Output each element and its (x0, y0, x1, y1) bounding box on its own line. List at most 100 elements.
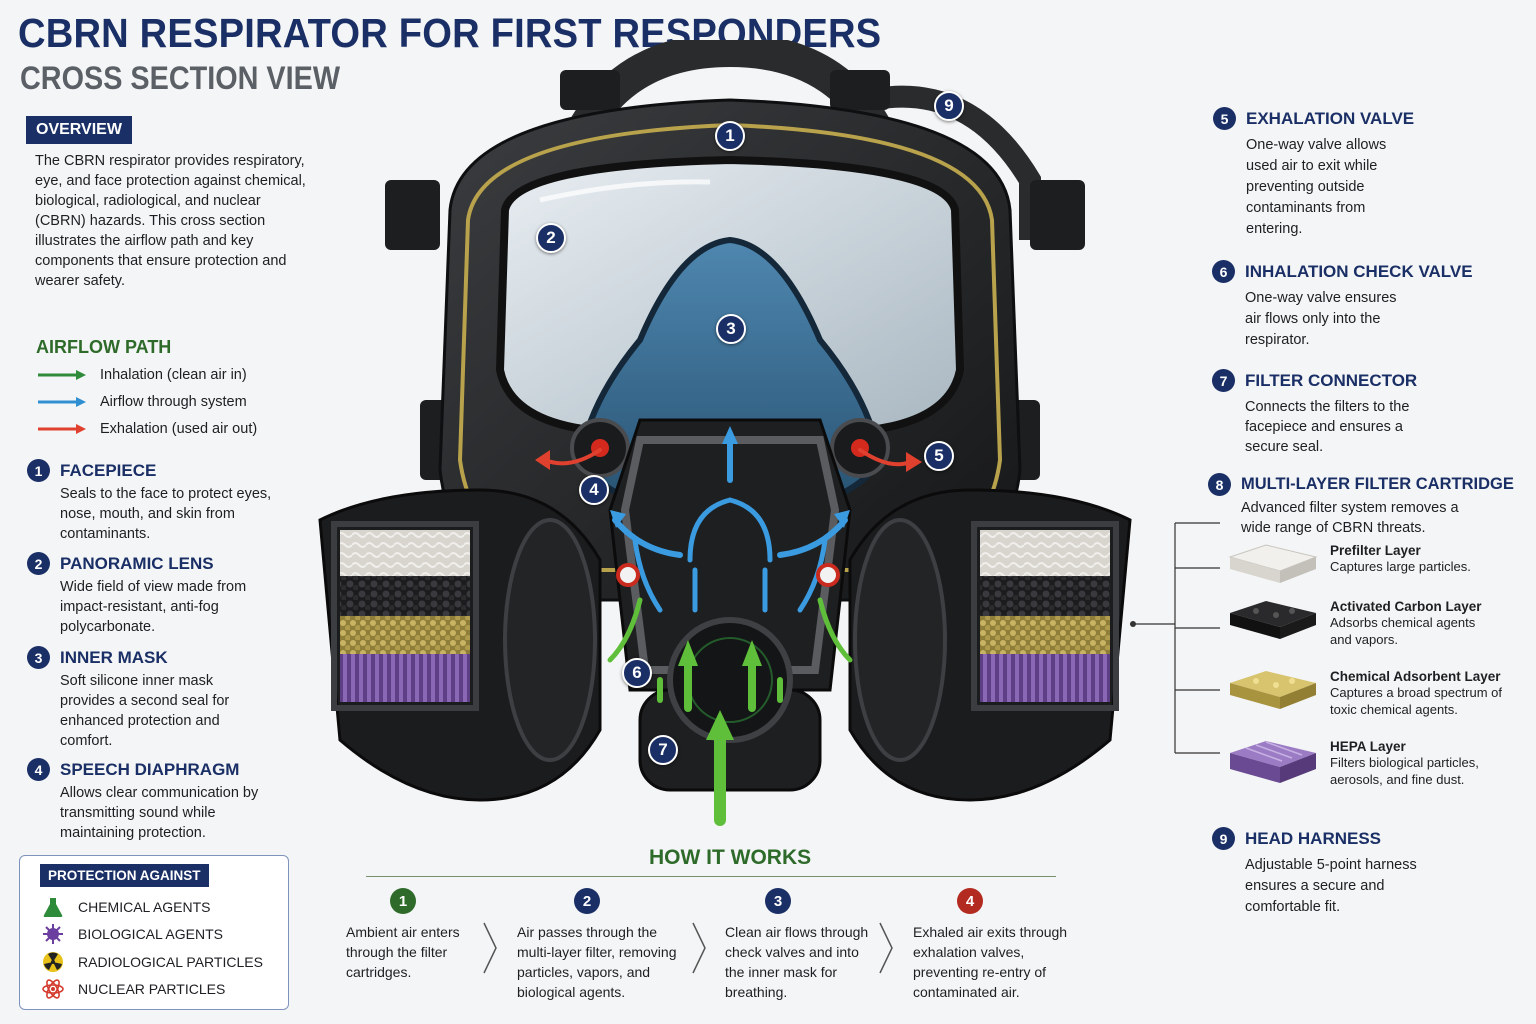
harness-buckle (385, 180, 440, 250)
harness-strap-right (867, 85, 1041, 240)
harness-buckle (560, 70, 620, 110)
component-desc: Soft silicone inner mask provides a seco… (60, 673, 230, 749)
component-speech-diaphragm: 4 SPEECH DIAPHRAGM Allows clear communica… (27, 758, 277, 843)
filter-cartridge-right (848, 488, 1132, 802)
number-badge: 9 (1212, 827, 1235, 850)
component-title: INHALATION CHECK VALVE (1245, 261, 1473, 281)
step-number: 4 (957, 888, 983, 914)
harness-buckle (1030, 180, 1085, 250)
component-desc: Adjustable 5-point harness ensures a sec… (1245, 857, 1417, 915)
chevron-right-icon (483, 922, 497, 974)
protection-label: CHEMICAL AGENTS (78, 898, 211, 915)
component-desc: Advanced filter system removes a wide ra… (1241, 500, 1459, 536)
page-subtitle: CROSS SECTION VIEW (20, 60, 341, 96)
component-title: EXHALATION VALVE (1246, 108, 1415, 128)
layer-desc: Adsorbs chemical agents and vapors. (1330, 615, 1476, 647)
how-step-4: 4 Exhaled air exits through exhalation v… (913, 888, 1073, 1002)
virus-icon (43, 924, 63, 945)
callout-badge: 3 (716, 314, 746, 344)
protection-nuclear: NUCLEAR PARTICLES (20, 976, 288, 1004)
component-title: MULTI-LAYER FILTER CARTRIDGE (1241, 475, 1514, 493)
protection-biological: BIOLOGICAL AGENTS (20, 921, 288, 949)
protection-label: RADIOLOGICAL PARTICLES (78, 953, 263, 970)
protection-label: BIOLOGICAL AGENTS (78, 926, 223, 943)
radiation-icon (43, 951, 63, 972)
number-badge: 8 (1208, 473, 1231, 496)
step-number: 3 (765, 888, 791, 914)
layer-title: Chemical Adsorbent Layer (1330, 669, 1501, 684)
how-it-works-title: HOW IT WORKS (649, 846, 812, 869)
callout-badge: 2 (536, 223, 566, 253)
layer-title: HEPA Layer (1330, 739, 1406, 754)
carbon-swatch-icon (1230, 601, 1316, 639)
component-desc: One-way valve ensures air flows only int… (1245, 290, 1397, 348)
layer-desc: Filters biological particles, aerosols, … (1330, 755, 1479, 787)
component-desc: Connects the filters to the facepiece an… (1245, 399, 1410, 455)
flask-icon (43, 897, 63, 917)
step-text: Air passes through the multi-layer filte… (517, 924, 677, 1000)
legend-exhalation: Exhalation (used air out) (36, 415, 257, 442)
layer-desc: Captures large particles. (1330, 559, 1471, 574)
step-text: Ambient air enters through the filter ca… (346, 924, 460, 980)
respirator-illustration (318, 40, 1132, 826)
protection-label: NUCLEAR PARTICLES (78, 981, 226, 998)
atom-icon (42, 979, 64, 999)
legend-airflow: Airflow through system (36, 388, 257, 415)
number-badge: 2 (27, 552, 50, 575)
component-title: SPEECH DIAPHRAGM (60, 759, 240, 779)
hepa-swatch-icon (1230, 741, 1316, 783)
component-desc: Allows clear communication by transmitti… (60, 785, 259, 841)
how-it-works-divider (366, 876, 1056, 877)
chevron-right-icon (692, 922, 706, 974)
protection-radiological: RADIOLOGICAL PARTICLES (20, 948, 288, 976)
step-number: 1 (390, 888, 416, 914)
component-head-harness: 9 HEAD HARNESS Adjustable 5-point harness… (1212, 827, 1462, 918)
step-number: 2 (574, 888, 600, 914)
how-step-1: 1 Ambient air enters through the filter … (346, 888, 476, 982)
legend-label: Airflow through system (100, 393, 247, 410)
step-text: Clean air flows through check valves and… (725, 924, 869, 1000)
red-arrow-icon (38, 423, 86, 434)
airflow-arrows (535, 426, 922, 826)
protection-tag: PROTECTION AGAINST (40, 864, 209, 887)
legend-label: Exhalation (used air out) (100, 420, 258, 437)
component-title: FILTER CONNECTOR (1245, 370, 1418, 390)
component-filter-cartridge: 8 MULTI-LAYER FILTER CARTRIDGE Advanced f… (1208, 473, 1514, 538)
number-badge: 4 (27, 758, 50, 781)
component-desc: Wide field of view made from impact-resi… (60, 579, 247, 635)
protection-chemical: CHEMICAL AGENTS (20, 893, 288, 921)
layer-desc: Captures a broad spectrum of toxic chemi… (1330, 685, 1502, 717)
legend-inhalation: Inhalation (clean air in) (36, 361, 257, 388)
callout-badge: 7 (648, 735, 678, 765)
number-badge: 7 (1212, 369, 1235, 392)
step-text: Exhaled air exits through exhalation val… (913, 924, 1068, 1000)
callout-badge: 6 (622, 658, 652, 688)
component-filter-connector: 7 FILTER CONNECTOR Connects the filters t… (1212, 369, 1462, 457)
green-arrow-icon (38, 369, 86, 380)
chemical-swatch-icon (1230, 671, 1316, 709)
overview-text: The CBRN respirator provides respiratory… (35, 153, 306, 289)
blue-arrow-icon (38, 396, 86, 407)
inhalation-check-valve-right (816, 563, 840, 587)
number-badge: 3 (27, 646, 50, 669)
airflow-legend: Inhalation (clean air in) Airflow throug… (36, 361, 257, 442)
overview-tag: OVERVIEW (26, 116, 132, 144)
callout-badge: 1 (715, 121, 745, 151)
number-badge: 1 (27, 459, 50, 482)
callout-badge: 5 (924, 441, 954, 471)
number-badge: 5 (1213, 107, 1236, 130)
chevron-right-icon (879, 922, 893, 974)
legend-label: Inhalation (clean air in) (100, 366, 247, 383)
airflow-title: AIRFLOW PATH (36, 337, 172, 357)
layer-title: Prefilter Layer (1330, 543, 1421, 558)
component-title: HEAD HARNESS (1245, 828, 1382, 848)
